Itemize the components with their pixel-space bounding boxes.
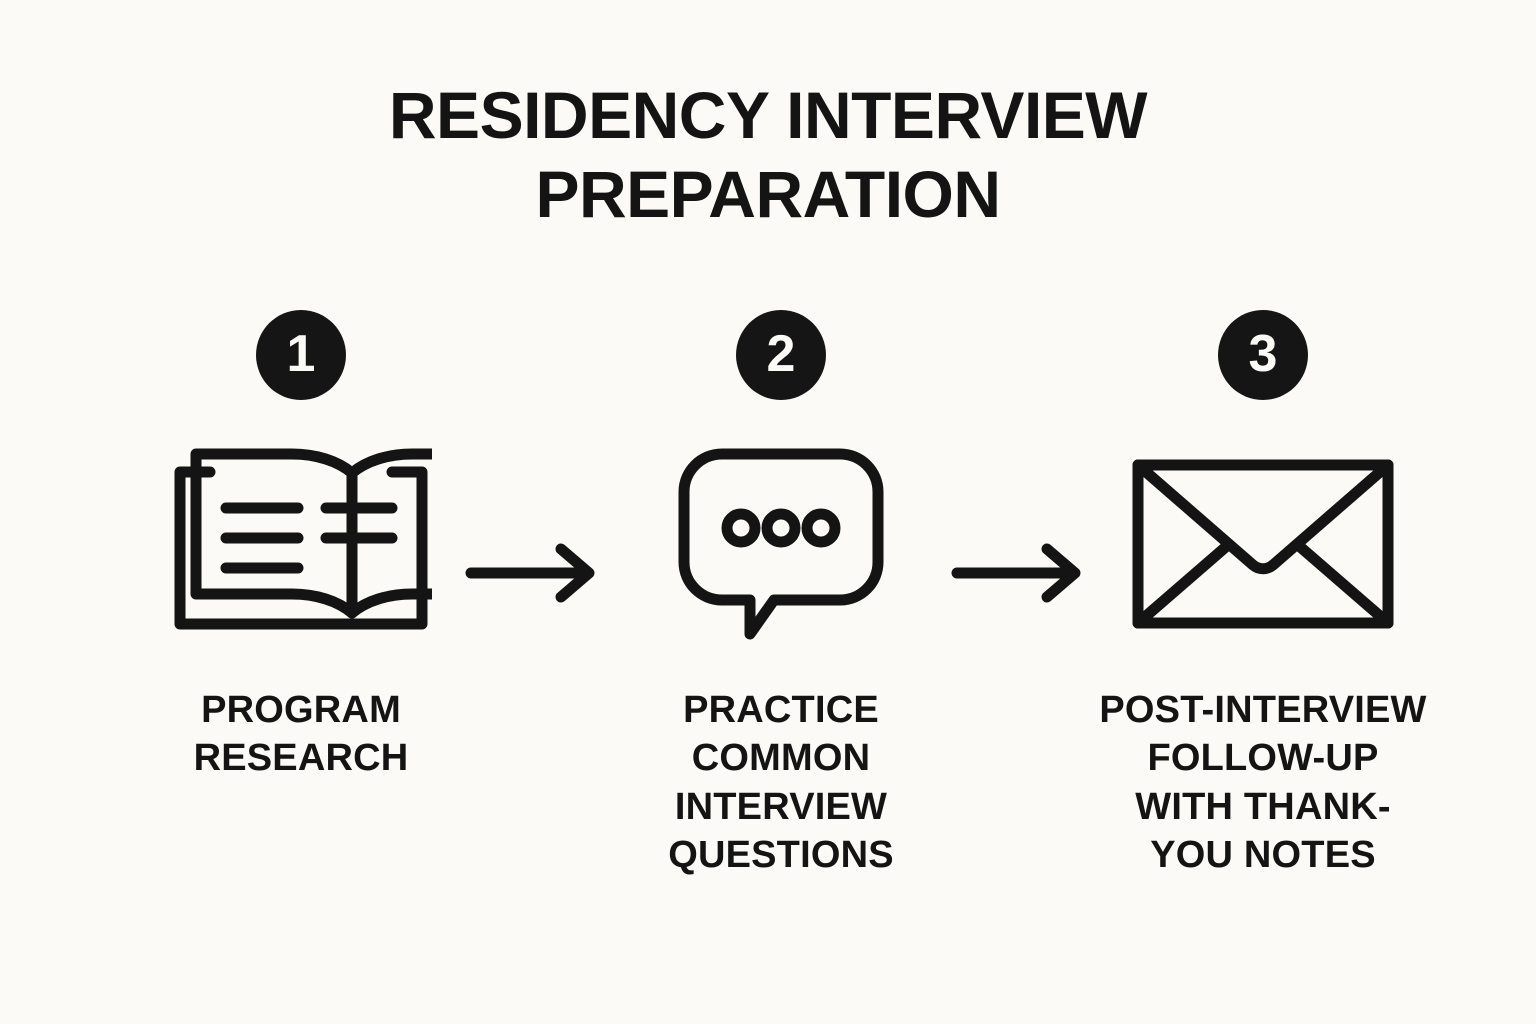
step-2-number-badge: 2 bbox=[736, 310, 826, 400]
connector-2 bbox=[944, 542, 1094, 604]
page-title: RESIDENCY INTERVIEW PREPARATION bbox=[388, 78, 1148, 231]
envelope-icon bbox=[1130, 457, 1396, 631]
step-2: 2 PRACTICE COMMON INTERVIEW QUESTIONS bbox=[616, 310, 946, 879]
step-1: 1 bbox=[136, 310, 466, 783]
step-1-caption: PROGRAM RESEARCH bbox=[193, 689, 409, 780]
open-book-icon bbox=[170, 446, 432, 642]
arrow-right-icon bbox=[465, 542, 601, 604]
step-1-number-badge: 1 bbox=[256, 310, 346, 400]
step-3: 3 POST-INTERVIEW FOLLOW-UP WITH THANK- Y… bbox=[1098, 310, 1428, 879]
step-2-caption: PRACTICE COMMON INTERVIEW QUESTIONS bbox=[668, 689, 894, 876]
step-3-icon-wrap bbox=[1130, 444, 1396, 644]
arrow-right-icon bbox=[951, 542, 1087, 604]
step-1-icon-wrap bbox=[170, 444, 432, 644]
step-3-number-badge: 3 bbox=[1218, 310, 1308, 400]
speech-bubble-ellipsis-icon bbox=[674, 446, 888, 642]
step-3-caption: POST-INTERVIEW FOLLOW-UP WITH THANK- YOU… bbox=[1099, 689, 1427, 876]
step-2-icon-wrap bbox=[674, 444, 888, 644]
connector-1 bbox=[458, 542, 608, 604]
steps-row: 1 bbox=[0, 310, 1536, 879]
